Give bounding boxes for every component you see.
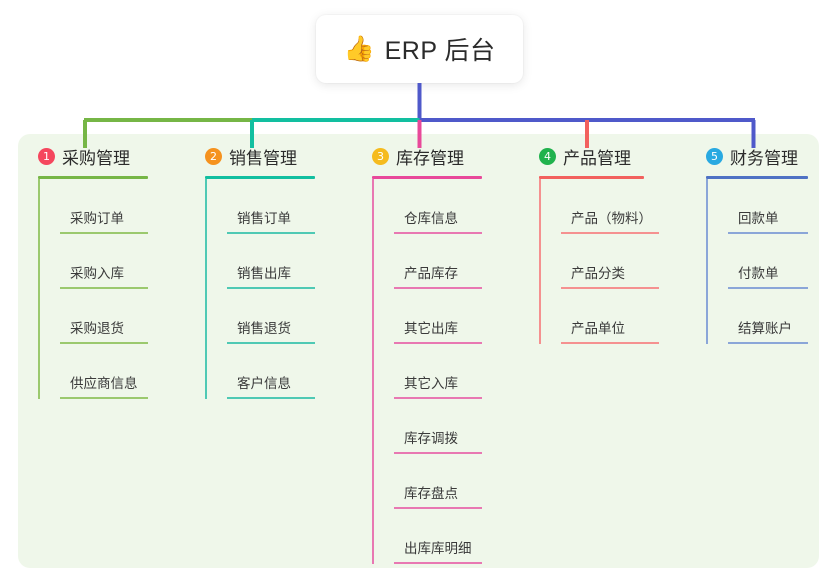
leaf-item[interactable]: 产品单位 (561, 289, 659, 344)
leaf-item-label: 仓库信息 (394, 207, 482, 234)
category-badge-2: 2 (205, 147, 222, 165)
leaf-item-label: 出库库明细 (394, 537, 482, 564)
leaf-item[interactable]: 供应商信息 (60, 344, 148, 399)
category-column-1: 1 采购管理采购订单采购入库采购退货供应商信息 (38, 144, 148, 399)
leaf-item[interactable]: 销售订单 (227, 179, 315, 234)
leaf-list-5: 回款单付款单结算账户 (706, 179, 808, 344)
page-title: ERP 后台 (384, 37, 496, 65)
leaf-item-label: 采购退货 (60, 317, 148, 344)
root-node-card[interactable]: 👍 ERP 后台 (316, 15, 523, 83)
leaf-item-label: 其它入库 (394, 372, 482, 399)
category-column-5: 5 财务管理回款单付款单结算账户 (706, 144, 808, 344)
category-title-4: 产品管理 (563, 148, 631, 168)
category-badge-3: 3 (372, 147, 389, 165)
leaf-spine-2 (205, 179, 207, 399)
leaf-item[interactable]: 仓库信息 (394, 179, 482, 234)
category-title-1: 采购管理 (62, 148, 130, 168)
leaf-item-label: 产品库存 (394, 262, 482, 289)
category-underline-4 (539, 176, 644, 179)
leaf-spine-3 (372, 179, 374, 564)
leaf-item-label: 结算账户 (728, 317, 808, 344)
leaf-item[interactable]: 产品分类 (561, 234, 659, 289)
category-badge-1: 1 (38, 147, 55, 165)
leaf-item[interactable]: 客户信息 (227, 344, 315, 399)
leaf-spine-5 (706, 179, 708, 344)
leaf-item-label: 销售出库 (227, 262, 315, 289)
category-underline-3 (372, 176, 482, 179)
leaf-item-label: 采购入库 (60, 262, 148, 289)
leaf-item[interactable]: 销售退货 (227, 289, 315, 344)
category-header-1[interactable]: 1 采购管理 (38, 144, 148, 168)
category-title-3: 库存管理 (396, 148, 464, 168)
leaf-list-3: 仓库信息产品库存其它出库其它入库库存调拨库存盘点出库库明细 (372, 179, 482, 564)
leaf-item-label: 产品（物料） (561, 207, 659, 234)
leaf-item[interactable]: 产品（物料） (561, 179, 659, 234)
leaf-item-label: 其它出库 (394, 317, 482, 344)
category-header-3[interactable]: 3 库存管理 (372, 144, 482, 168)
leaf-item-label: 采购订单 (60, 207, 148, 234)
leaf-item[interactable]: 采购退货 (60, 289, 148, 344)
leaf-item-label: 供应商信息 (60, 372, 148, 399)
leaf-item[interactable]: 结算账户 (728, 289, 808, 344)
leaf-item-label: 客户信息 (227, 372, 315, 399)
category-column-3: 3 库存管理仓库信息产品库存其它出库其它入库库存调拨库存盘点出库库明细 (372, 144, 482, 564)
leaf-item[interactable]: 回款单 (728, 179, 808, 234)
leaf-item-label: 销售订单 (227, 207, 315, 234)
category-title-2: 销售管理 (229, 148, 297, 168)
leaf-list-2: 销售订单销售出库销售退货客户信息 (205, 179, 315, 399)
category-column-4: 4 产品管理产品（物料） 产品分类产品单位 (539, 144, 659, 344)
leaf-list-1: 采购订单采购入库采购退货供应商信息 (38, 179, 148, 399)
category-header-4[interactable]: 4 产品管理 (539, 144, 659, 168)
leaf-item[interactable]: 其它出库 (394, 289, 482, 344)
leaf-item[interactable]: 库存调拨 (394, 399, 482, 454)
leaf-list-4: 产品（物料） 产品分类产品单位 (539, 179, 659, 344)
category-header-5[interactable]: 5 财务管理 (706, 144, 808, 168)
category-badge-5: 5 (706, 147, 723, 165)
leaf-item-label: 付款单 (728, 262, 808, 289)
leaf-spine-4 (539, 179, 541, 344)
leaf-item[interactable]: 销售出库 (227, 234, 315, 289)
category-underline-1 (38, 176, 148, 179)
leaf-item[interactable]: 其它入库 (394, 344, 482, 399)
leaf-item-label: 销售退货 (227, 317, 315, 344)
thumbs-up-icon: 👍 (343, 34, 375, 63)
category-badge-4: 4 (539, 147, 556, 165)
category-title-5: 财务管理 (730, 148, 798, 168)
leaf-item-label: 回款单 (728, 207, 808, 234)
category-underline-2 (205, 176, 315, 179)
leaf-item-label: 库存调拨 (394, 427, 482, 454)
category-column-2: 2 销售管理销售订单销售出库销售退货客户信息 (205, 144, 315, 399)
category-header-2[interactable]: 2 销售管理 (205, 144, 315, 168)
leaf-item[interactable]: 出库库明细 (394, 509, 482, 564)
category-underline-5 (706, 176, 808, 179)
leaf-item[interactable]: 采购订单 (60, 179, 148, 234)
leaf-item[interactable]: 库存盘点 (394, 454, 482, 509)
leaf-item[interactable]: 采购入库 (60, 234, 148, 289)
leaf-item-label: 产品单位 (561, 317, 659, 344)
leaf-item[interactable]: 付款单 (728, 234, 808, 289)
leaf-item-label: 库存盘点 (394, 482, 482, 509)
leaf-item-label: 产品分类 (561, 262, 659, 289)
leaf-spine-1 (38, 179, 40, 399)
leaf-item[interactable]: 产品库存 (394, 234, 482, 289)
diagram-panel (18, 134, 819, 568)
